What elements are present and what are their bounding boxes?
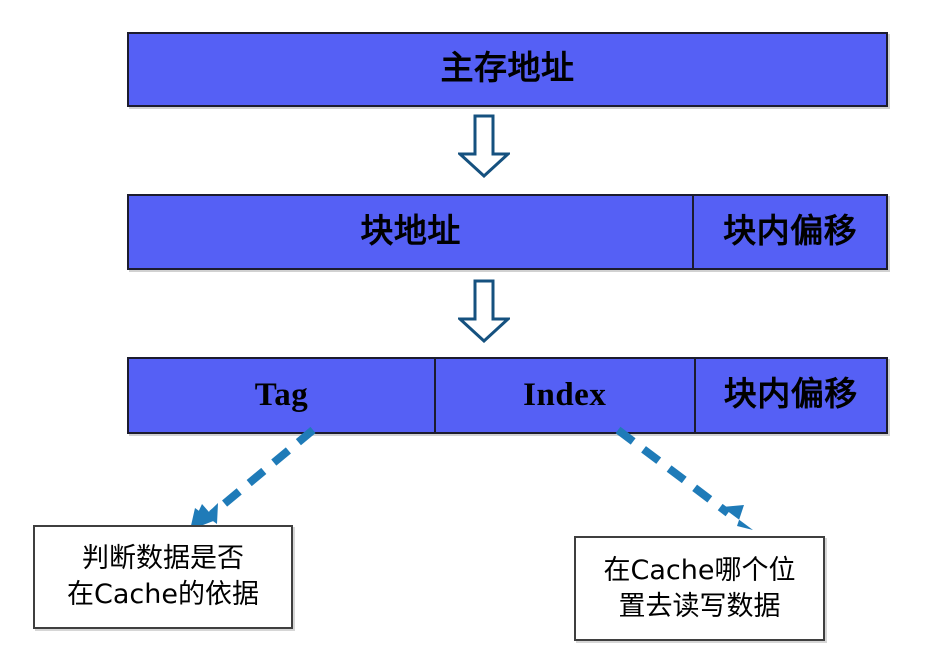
- tag-note: 判断数据是否 在Cache的依据: [33, 525, 293, 629]
- field-tag: Tag: [254, 377, 309, 413]
- tag-index-row: Tag Index 块内偏移: [127, 357, 888, 434]
- block-address-row: 块地址 块内偏移: [127, 194, 888, 270]
- field-index: Index: [433, 359, 694, 432]
- tag-note-line-1: 判断数据是否: [82, 543, 244, 575]
- down-arrow-1-icon: [456, 114, 512, 179]
- tag-note-line-2: 在Cache的依据: [67, 579, 259, 610]
- field-block-offset-row3: 块内偏移: [693, 359, 887, 432]
- index-note-line-1: 在Cache哪个位: [603, 554, 796, 586]
- field-block-offset-row2: 块内偏移: [692, 196, 886, 268]
- index-callout-arrow-icon: [610, 425, 770, 535]
- index-note-line-2: 置去读写数据: [618, 590, 781, 622]
- field-main-address: 主存地址: [440, 51, 575, 87]
- field-block-address: 块地址: [360, 213, 461, 250]
- index-note: 在Cache哪个位 置去读写数据: [574, 536, 825, 641]
- main-address-row: 主存地址: [127, 32, 888, 107]
- tag-callout-arrow-icon: [170, 425, 320, 535]
- down-arrow-2-icon: [456, 279, 512, 344]
